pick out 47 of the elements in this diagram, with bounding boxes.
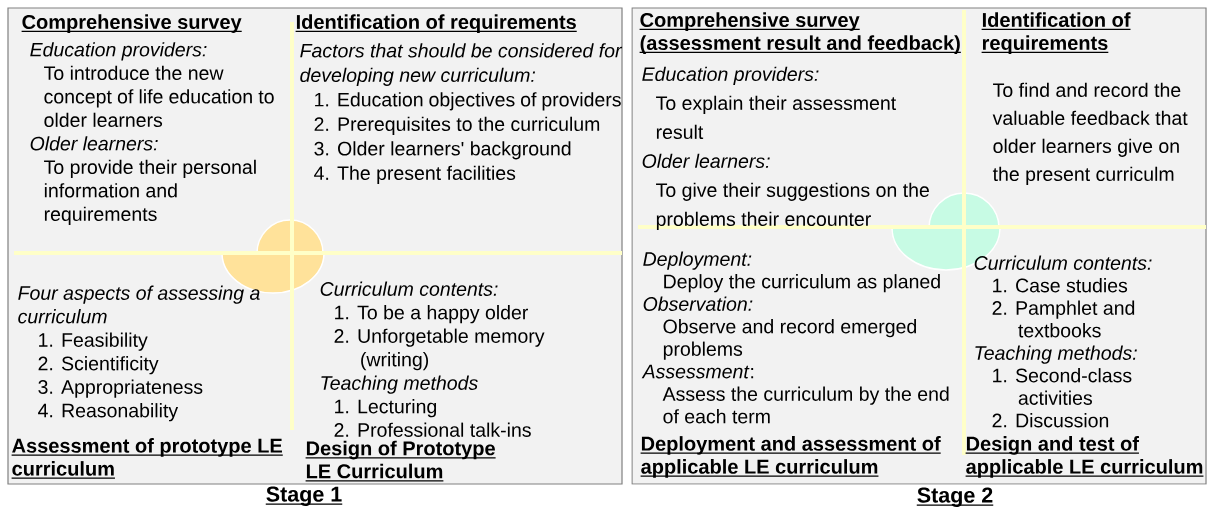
list-item: 3. Appropriateness xyxy=(38,379,203,398)
description: To introduce the new concept of life education to older learners xyxy=(44,65,274,128)
list-item: 2. Pamphlet and textbooks xyxy=(992,300,1135,338)
heading: Deployment and assessment of applicable LE curriculum xyxy=(640,436,942,478)
heading: Design of Prototype LE Curriculum xyxy=(305,440,497,482)
description: Deploy the curriculum as planed xyxy=(664,274,940,293)
list-item: 2. Professional talk-ins xyxy=(334,422,531,437)
subheading: Curriculum contents: xyxy=(974,255,1152,270)
list-item: 1. Lecturing xyxy=(335,399,437,418)
list-item: 1. Feasibility xyxy=(39,332,148,351)
subheading: Curriculum contents: xyxy=(320,281,498,296)
list-item: 1. To be a happy older xyxy=(335,305,528,324)
stage-title: Stage 1 xyxy=(265,486,343,507)
subheading: Observation: xyxy=(643,296,753,311)
description: Observe and record emerged problems xyxy=(663,319,916,360)
list-item: 1. Second-class activities xyxy=(993,368,1132,405)
list-item: 1. Education objectives of providers xyxy=(315,92,621,111)
subheading: Older learners: xyxy=(30,136,158,151)
subheading: Factors that should be considered for developing new curriculum: xyxy=(300,43,623,86)
subheading: Education providers: xyxy=(30,42,207,61)
description: To give their suggestions on the problems their encounter xyxy=(656,182,929,230)
subheading: Deployment: xyxy=(643,251,752,270)
list-item: 2. Scientificity xyxy=(38,356,159,375)
heading: Design and test of applicable LE curriculum xyxy=(965,436,1205,478)
subheading: Teaching methods xyxy=(321,375,478,394)
list-item: 4. Reasonability xyxy=(38,403,179,422)
stage-title: Stage 2 xyxy=(916,487,994,508)
list-item: 2. Prerequisites to the curriculum xyxy=(314,116,600,135)
heading: Assessment of prototype LE curriculum xyxy=(11,438,284,479)
heading: Identification of requirements xyxy=(981,12,1132,54)
description: To find and record the valuable feedback that older learners give on the present curriculm xyxy=(992,82,1188,185)
subheading: Older learners: xyxy=(642,153,770,169)
list-item: 4. The present facilities xyxy=(314,165,516,184)
description: Assess the curriculum by the end of each term xyxy=(662,386,949,424)
heading: Identification of requirements xyxy=(295,14,578,33)
subheading: Four aspects of assessing a curriculum xyxy=(18,285,260,324)
subheading: Education providers: xyxy=(642,66,819,85)
description: To explain their assessment result xyxy=(656,95,897,140)
list-item: 2. Discussion xyxy=(992,413,1109,428)
list-item: 1. Case studies xyxy=(993,278,1128,293)
heading: Comprehensive survey (assessment result and feedback) xyxy=(639,12,962,54)
list-item: 3. Older learners' background xyxy=(314,141,571,160)
heading: Comprehensive survey xyxy=(21,14,243,33)
list-item: 2. Unforgetable memory (writing) xyxy=(334,328,545,371)
subheading: Assessment: xyxy=(641,364,754,379)
description: To provide their personal information and requirements xyxy=(44,159,256,225)
subheading: Teaching methods: xyxy=(975,345,1137,364)
